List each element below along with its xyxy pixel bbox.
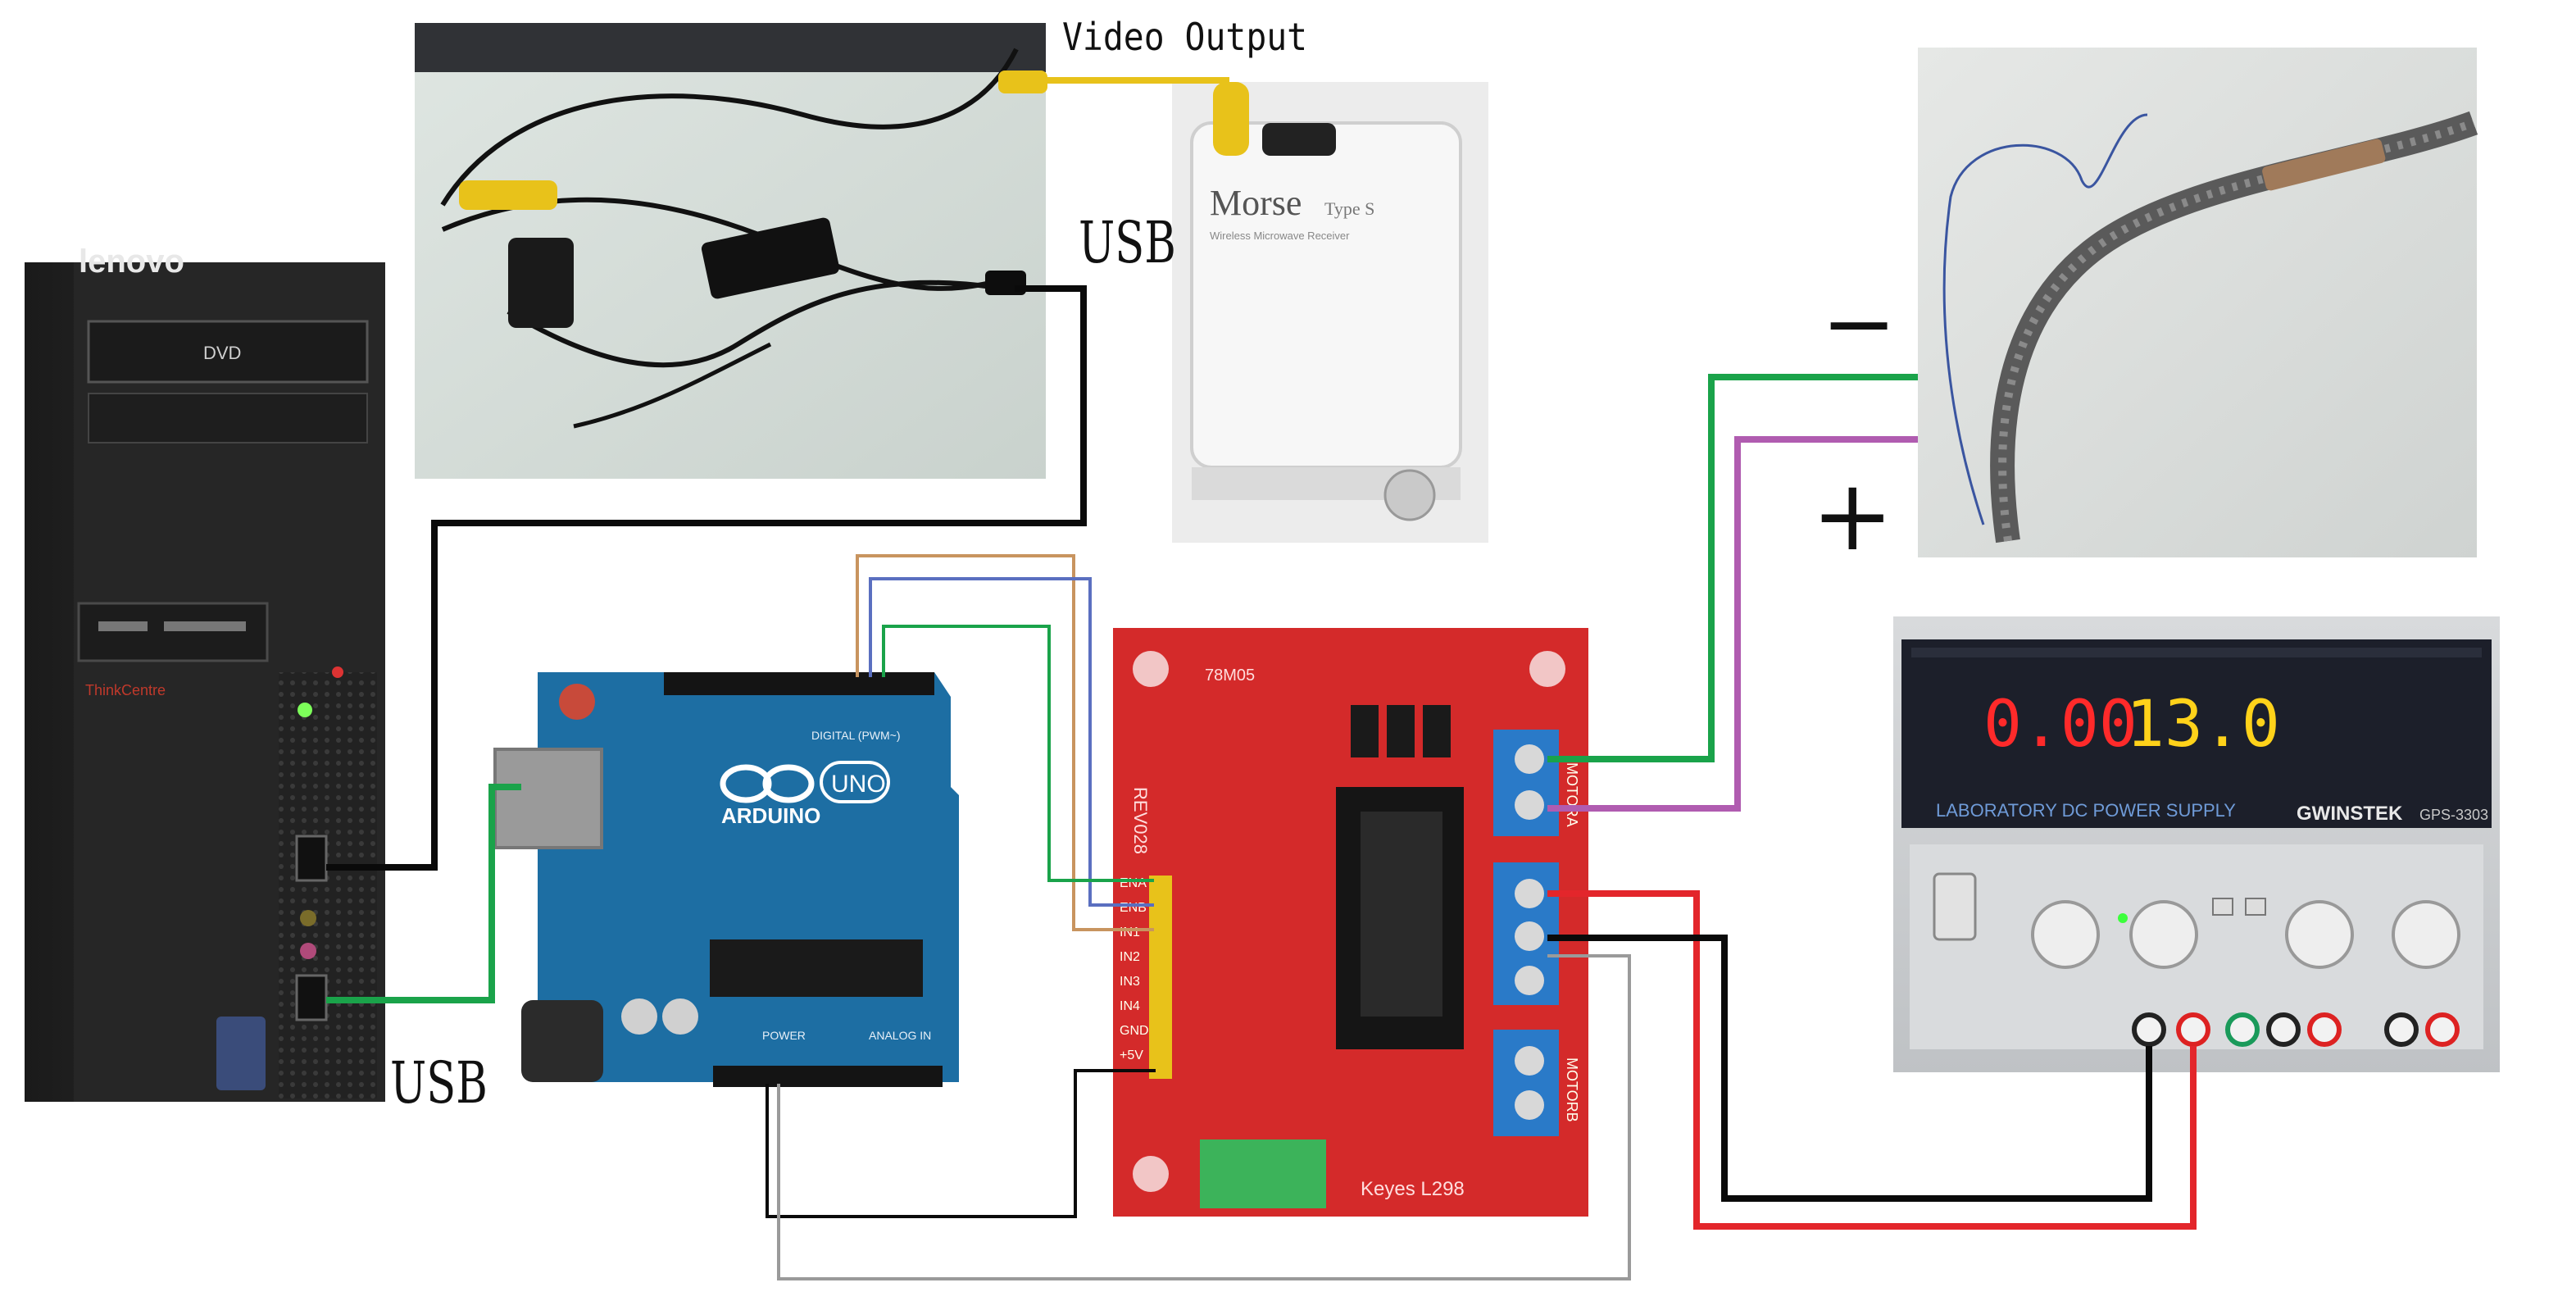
arduino-uno: DIGITAL (PWM~) ARDUINO UNO POWER ANALOG … xyxy=(493,672,959,1087)
arduino-header-digital: DIGITAL (PWM~) xyxy=(811,729,901,742)
power-wires xyxy=(326,77,2197,1230)
l298-driver: 78M05 REV028 MOTORA MOTORB ENA ENB IN1IN2I… xyxy=(1113,628,1588,1217)
motor-b-label: MOTORB xyxy=(1564,1058,1580,1122)
motor-b-terminal xyxy=(1493,1030,1559,1136)
driver-pin-label: +5V xyxy=(1120,1048,1143,1062)
psu-model: GPS-3303 xyxy=(2419,807,2488,823)
usb-port-front xyxy=(295,835,328,882)
usb-cable-bottom xyxy=(326,784,521,1003)
dvd-drive xyxy=(87,320,369,384)
plus-label: + xyxy=(1811,459,1894,573)
psu-current-display: 0.00 xyxy=(1983,688,2138,762)
atmega-chip xyxy=(710,939,923,997)
driver-board-name: REV028 xyxy=(1130,787,1151,854)
motor-a-label: MOTORA xyxy=(1564,762,1580,827)
tower-brand: lenovo xyxy=(79,243,184,280)
wire-blue xyxy=(869,577,1154,907)
wire-green-signal xyxy=(882,625,1154,882)
usb-label-top: USB xyxy=(1079,209,1176,276)
arduino-header-power: POWER xyxy=(762,1029,806,1042)
dvd-label: DVD xyxy=(203,343,241,363)
receiver-brand: Morse xyxy=(1210,183,1302,223)
power-led xyxy=(298,703,312,717)
tower-model: ThinkCentre xyxy=(85,682,166,698)
driver-maker: Keyes L298 xyxy=(1361,1178,1465,1200)
power-supply: 0.00 13.0 LABORATORY DC POWER SUPPLY GWI… xyxy=(1893,616,2500,1072)
usb-label-bottom: USB xyxy=(390,1049,488,1117)
psu-title: LABORATORY DC POWER SUPPLY xyxy=(1936,800,2236,821)
cable-photo xyxy=(415,23,1047,479)
pc-tower: lenovo DVD ThinkCentre xyxy=(25,243,385,1102)
arduino-model: UNO xyxy=(831,771,886,798)
driver-pin-label: IN4 xyxy=(1120,999,1140,1013)
driver-pin-label: GND xyxy=(1120,1024,1149,1038)
psu-terminal-black xyxy=(2132,1012,2166,1047)
motor-wire-green xyxy=(1547,374,1918,762)
arduino-logo-text: ARDUINO xyxy=(721,803,820,828)
receiver-photo: Morse Type S Wireless Microwave Receiver xyxy=(1172,82,1488,543)
driver-green-terminal xyxy=(1200,1139,1326,1208)
psu-knob-current-1 xyxy=(2031,900,2100,969)
supply-wire-red xyxy=(1547,890,2197,1230)
psu-power-switch xyxy=(1933,872,1977,941)
receiver-model: Type S xyxy=(1324,198,1374,219)
supply-wire-black xyxy=(1547,935,2152,1202)
driver-pin-label: IN3 xyxy=(1120,975,1140,989)
card-reader xyxy=(77,602,269,662)
psu-knob-voltage-2 xyxy=(2392,900,2460,969)
driver-pin-label: IN1 xyxy=(1120,926,1140,939)
signal-wires xyxy=(766,554,1631,1280)
wire-orange xyxy=(856,554,1154,931)
psu-knob-current-2 xyxy=(2285,900,2354,969)
driver-pin-header xyxy=(1149,876,1172,1079)
driver-pin-label: IN2 xyxy=(1120,950,1140,964)
psu-knob-voltage-1 xyxy=(2129,900,2198,969)
driver-pin-label: ENA xyxy=(1120,876,1147,890)
psu-brand: GWINSTEK xyxy=(2297,803,2403,825)
arduino-logo-icon xyxy=(720,764,815,803)
motor-wire-purple xyxy=(1547,436,1918,812)
driver-regulator: 78M05 xyxy=(1205,666,1255,685)
wire-black-gnd xyxy=(766,1069,1156,1218)
psu-terminal-red xyxy=(2176,1012,2210,1047)
driver-pin-label: ENB xyxy=(1120,901,1147,915)
usb-cable-top xyxy=(326,285,1087,871)
video-output-label: Video Output xyxy=(1062,15,1308,59)
minus-label: − xyxy=(1821,271,1897,375)
psu-voltage-display: 13.0 xyxy=(2126,688,2280,762)
receiver-subtitle: Wireless Microwave Receiver xyxy=(1210,230,1350,242)
arduino-header-analog: ANALOG IN xyxy=(869,1029,931,1042)
wire-gray xyxy=(777,954,1631,1280)
track-photo xyxy=(1918,48,2478,557)
